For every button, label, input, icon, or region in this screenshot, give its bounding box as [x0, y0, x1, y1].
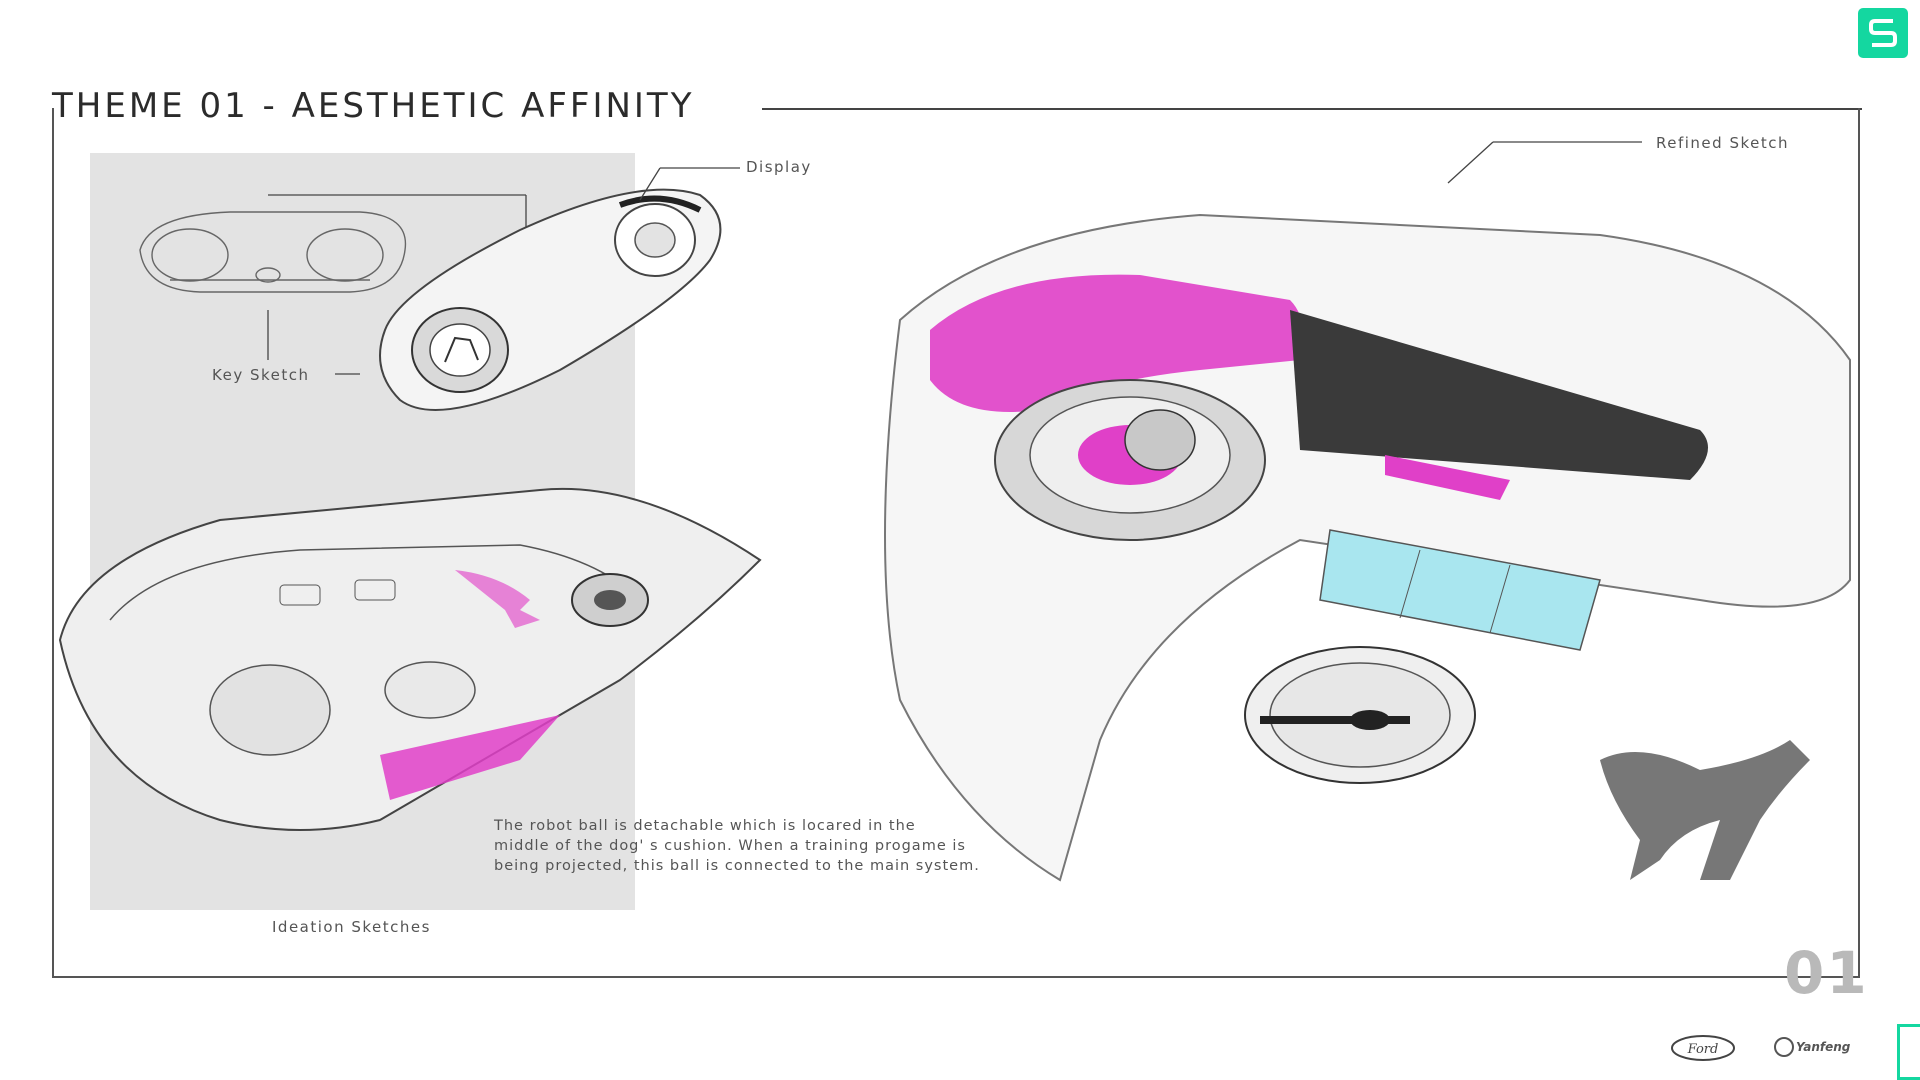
yanfeng-logo-icon: Yanfeng: [1774, 1037, 1851, 1057]
ideation-sketches-label: Ideation Sketches: [272, 918, 431, 936]
content-frame: [52, 108, 1860, 978]
description-line: The robot ball is detachable which is lo…: [494, 818, 916, 834]
ford-logo-icon: Ford: [1671, 1035, 1735, 1061]
corner-accent: [1897, 1024, 1920, 1080]
svg-text:Ford: Ford: [1687, 1042, 1719, 1057]
display-label: Display: [746, 158, 812, 176]
ideation-sketch-drawing: [58, 487, 762, 831]
description-line: being projected, this ball is connected …: [494, 858, 980, 874]
key-sketch-label: Key Sketch: [212, 366, 310, 384]
display-sketch-drawing: [379, 188, 722, 411]
svg-text:Yanfeng: Yanfeng: [1796, 1040, 1851, 1054]
title-rule: [762, 108, 1862, 110]
description-text: The robot ball is detachable which is lo…: [494, 816, 1064, 876]
description-line: middle of the dog' s cushion. When a tra…: [494, 838, 966, 854]
refined-sketch-label: Refined Sketch: [1656, 134, 1789, 152]
key-sketch-drawing: [139, 211, 407, 293]
page-title: THEME 01 - AESTHETIC AFFINITY: [52, 86, 695, 126]
page-number: 01: [1784, 939, 1869, 1007]
brand-logo-icon: [1858, 8, 1908, 58]
refined-sketch-drawing: [884, 213, 1851, 882]
